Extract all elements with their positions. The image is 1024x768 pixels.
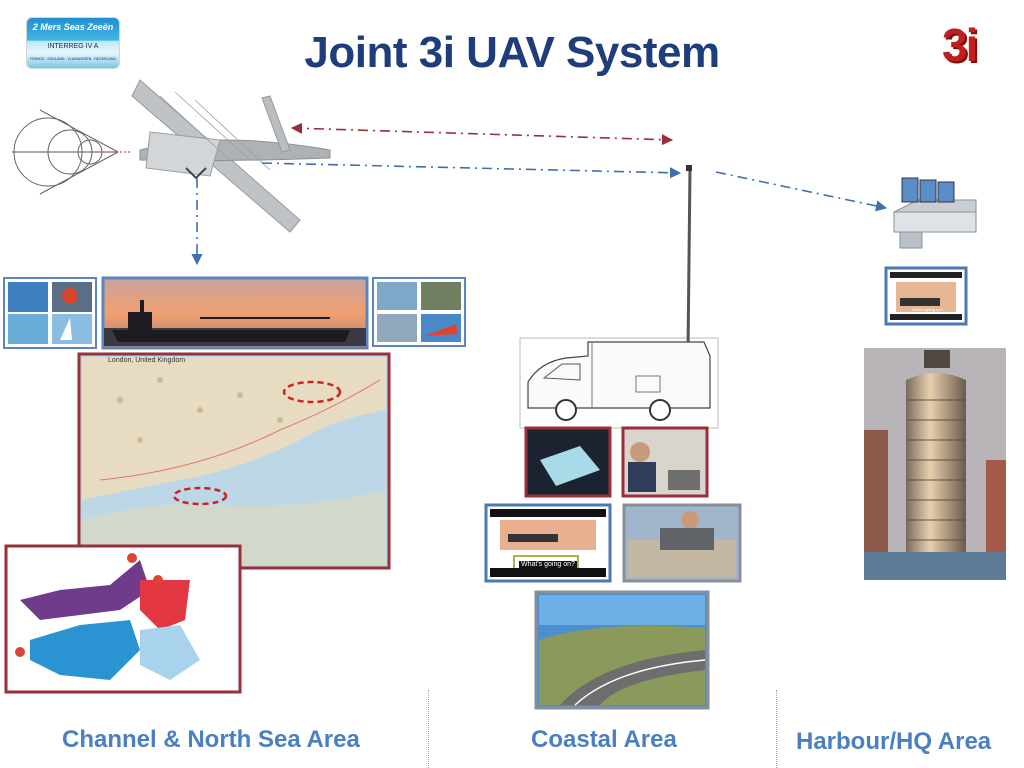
video-caption: What's going on? [519,561,577,568]
laptop-user-photo [621,426,709,498]
link-uav-van [261,162,682,179]
mast-van-icon [519,165,719,429]
area-label-harbour: Harbour/HQ Area [796,728,992,755]
map-caption: London, United Kingdom [108,357,186,364]
3i-logo: 3i [942,19,978,71]
link-uav-van-return [290,122,674,146]
logo-line-2: INTERREG IV A [47,43,99,50]
coastal-road-photo [534,590,710,710]
ships-photo [372,277,466,347]
hq-screen-photo [884,266,968,326]
hq-screen-caption: What's going on? [912,307,943,312]
logo-line-1: 2 Mers Seas Zeeën [32,22,114,32]
page-title: Joint 3i UAV System [304,28,720,77]
interreg-area-map [4,544,242,694]
boats-photo [3,277,97,349]
area-divider-right [776,690,777,768]
harbour-tower-photo [864,348,1006,580]
link-van-hq [715,171,888,212]
control-station-icon [893,177,977,249]
area-label-coastal: Coastal Area [531,726,677,753]
field-team-photo [622,503,742,583]
uav-aircraft-icon [131,79,331,233]
tanker-photo [101,276,369,350]
area-divider-left [428,690,429,768]
nautical-chart-map [77,352,391,570]
sensor-cone-icon [12,109,130,195]
logo-line-3: FRANCE - ENGLAND - VLAANDEREN - NEDERLAN… [30,57,116,61]
video-screen-photo [484,503,612,583]
tablet-photo [524,426,612,498]
interreg-logo: 2 Mers Seas Zeeën INTERREG IV A FRANCE -… [26,17,120,69]
area-label-channel: Channel & North Sea Area [62,726,360,753]
